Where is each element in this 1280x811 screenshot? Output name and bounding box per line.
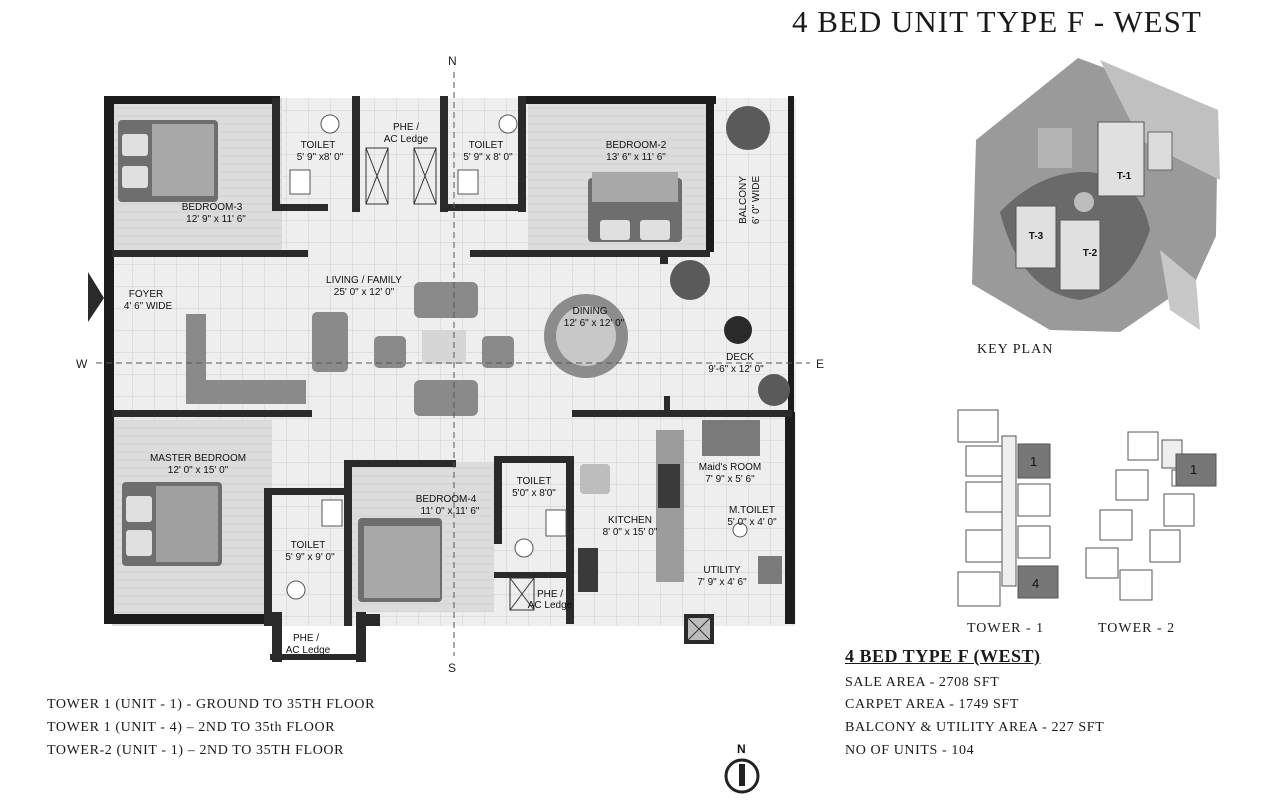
tower1-unit-4: 4: [1032, 576, 1039, 591]
room-size: AC Ledge: [384, 134, 429, 145]
room-size: 25' 0" x 12' 0": [334, 287, 395, 298]
room-size: 7' 9" x 4' 6": [697, 577, 747, 588]
room-name: BALCONY: [738, 176, 749, 224]
floor-info-line: TOWER 1 (UNIT - 4) – 2ND TO 35th FLOOR: [47, 720, 336, 735]
axis-lines: [96, 72, 810, 656]
room-size: 5'0" x 8'0": [512, 488, 556, 499]
tower1-diagram: [957, 409, 1059, 607]
room-name: BEDROOM-2: [606, 140, 667, 151]
compass-north: N: [448, 54, 457, 68]
tower2-unit-1: 1: [1190, 462, 1197, 477]
room-name: BEDROOM-3: [182, 202, 243, 213]
room-size: 13' 6" x 11' 6": [606, 152, 666, 163]
entrance-arrow: [88, 272, 104, 322]
room-name: TOILET: [517, 476, 552, 487]
page-title: 4 BED UNIT TYPE F - WEST: [792, 4, 1202, 39]
key-plan-tower-label: T-3: [1029, 231, 1044, 242]
room-size: 8' 0" x 15' 0": [603, 527, 658, 538]
key-plan-tower-label: T-1: [1117, 171, 1132, 182]
room-size: 5' 9" x8' 0": [297, 152, 344, 163]
room-name: LIVING / FAMILY: [326, 275, 402, 286]
room-name: Maid's ROOM: [699, 462, 761, 473]
room-size: 12' 0" x 15' 0": [168, 465, 229, 476]
room-name: MASTER BEDROOM: [150, 453, 246, 464]
room-size: 4' 6" WIDE: [124, 301, 173, 312]
spec-title: 4 BED TYPE F (WEST): [845, 646, 1041, 666]
key-plan-tower-label: T-2: [1083, 248, 1098, 259]
room-size: 5' 9" x 9' 0": [285, 552, 335, 563]
floor-info-line: TOWER-2 (UNIT - 1) – 2ND TO 35TH FLOOR: [47, 743, 345, 758]
compass-south: S: [448, 661, 456, 675]
carpet-area: CARPET AREA - 1749 SFT: [845, 697, 1019, 712]
room-size: AC Ledge: [286, 645, 331, 656]
room-name: FOYER: [129, 289, 163, 300]
room-size: 5' 0" x 4' 0": [727, 517, 777, 528]
inner-walls: [112, 96, 792, 662]
room-size: 12' 9" x 11' 6": [186, 214, 246, 225]
balcony-utility-area: BALCONY & UTILITY AREA - 227 SFT: [845, 720, 1105, 735]
room-name: TOILET: [301, 140, 336, 151]
room-name: KITCHEN: [608, 515, 652, 526]
room-size: 6' 0" WIDE: [751, 176, 762, 225]
room-size: 5' 9" x 8' 0": [463, 152, 513, 163]
key-plan-map: [972, 58, 1220, 332]
north-arrow-label: N: [737, 742, 746, 756]
room-name: UTILITY: [703, 565, 741, 576]
room-name: DINING: [573, 306, 608, 317]
tower2-label: TOWER - 2: [1098, 621, 1176, 636]
shaft-marks: [365, 147, 711, 641]
room-size: 7' 9" x 5' 6": [705, 474, 755, 485]
room-name: PHE /: [393, 122, 419, 133]
floor-info-line: TOWER 1 (UNIT - 1) - GROUND TO 35TH FLOO…: [47, 697, 376, 712]
room-name: M.TOILET: [729, 505, 775, 516]
room-name: BEDROOM-4: [416, 494, 477, 505]
room-size: 12' 6" x 12' 0": [564, 318, 625, 329]
room-name: TOILET: [469, 140, 504, 151]
sale-area: SALE AREA - 2708 SFT: [845, 675, 1000, 690]
key-plan-label: KEY PLAN: [977, 342, 1054, 357]
tower1-unit-1: 1: [1030, 454, 1037, 469]
room-size: 11' 0" x 11' 6": [421, 506, 480, 517]
room-name: PHE /: [293, 633, 319, 644]
tower1-label: TOWER - 1: [967, 621, 1045, 636]
compass-east: E: [816, 357, 824, 371]
outer-walls: [104, 96, 795, 624]
number-of-units: NO OF UNITS - 104: [845, 743, 975, 758]
room-name: TOILET: [291, 540, 326, 551]
furniture: [118, 106, 790, 644]
north-arrow-icon: [724, 758, 760, 794]
room-name: DECK: [726, 352, 754, 363]
compass-west: W: [76, 357, 88, 371]
room-name: PHE /: [537, 589, 563, 600]
room-size: AC Ledge: [528, 600, 573, 611]
tower2-diagram: [1085, 431, 1217, 601]
room-size: 9'-6" x 12' 0": [708, 364, 764, 375]
